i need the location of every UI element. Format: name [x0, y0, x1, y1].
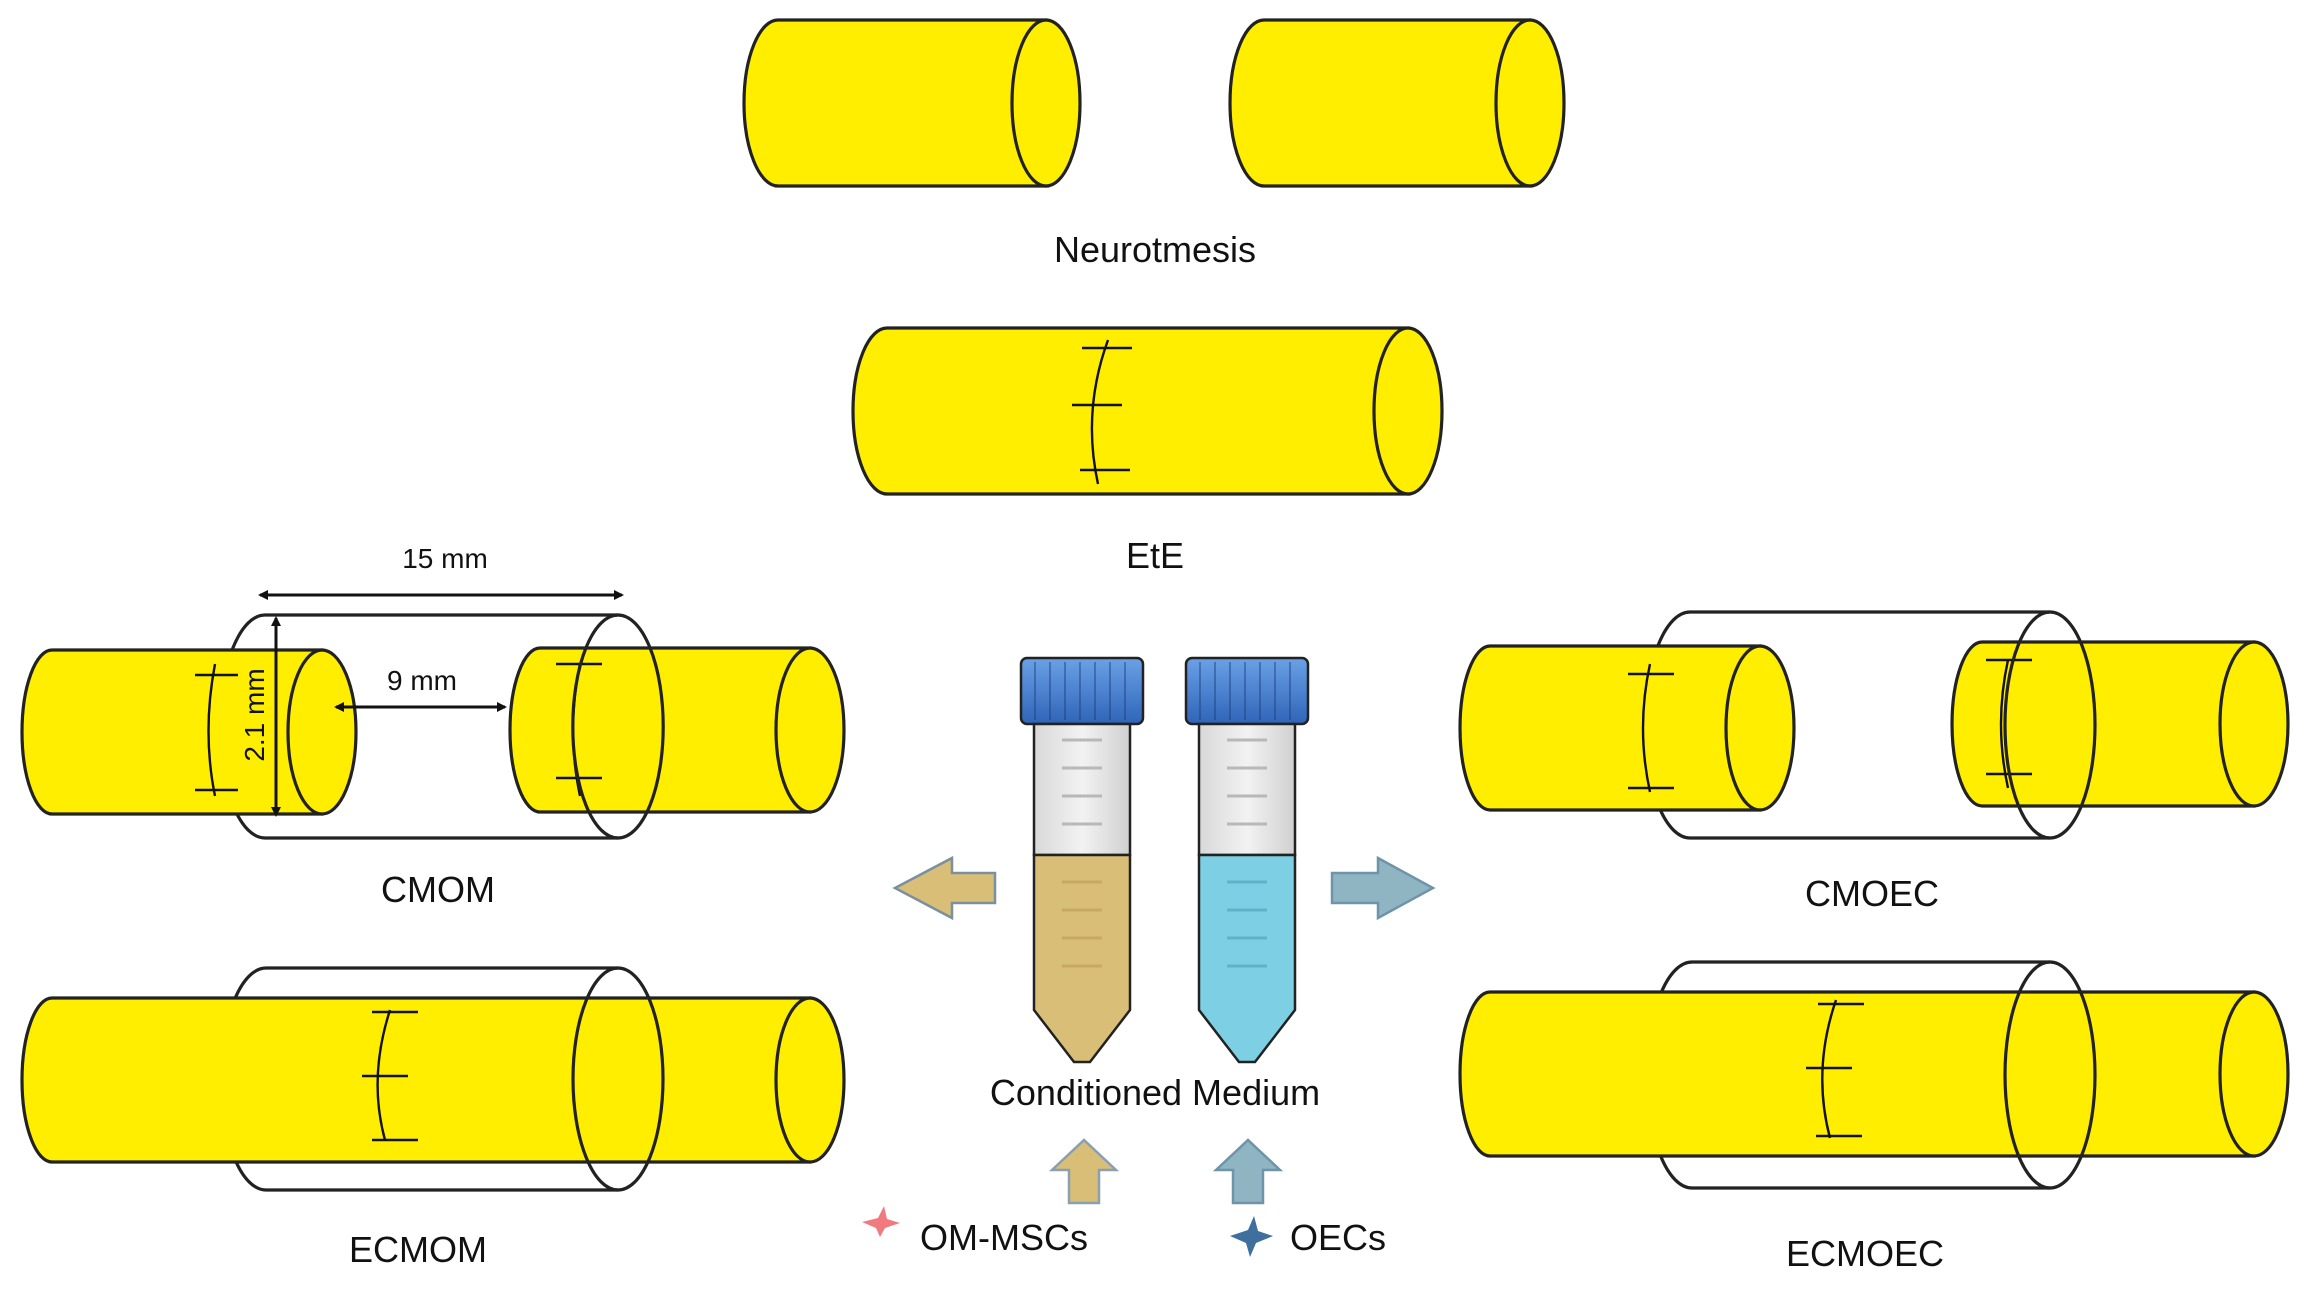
om-mscs-label: OM-MSCs	[920, 1217, 1088, 1258]
cell-star-icon	[862, 1206, 900, 1237]
conditioned-medium-label: Conditioned Medium	[990, 1072, 1320, 1113]
conduit-rim	[617, 613, 665, 840]
conduit-rim-inner	[571, 613, 619, 840]
conduit-rim	[2049, 960, 2097, 1190]
ecmom-group: ECMOM	[20, 966, 846, 1270]
nerve-ete	[851, 326, 1444, 496]
oecs-label: OECs	[1290, 1217, 1386, 1258]
conduit-rim	[617, 966, 665, 1192]
cmoec-label: CMOEC	[1805, 873, 1939, 914]
arrow-up-om	[1048, 1138, 1120, 1205]
cell-star-icon	[1230, 1216, 1273, 1257]
nerve-stump-right	[1950, 640, 2290, 808]
length-label: 15 mm	[402, 543, 488, 574]
ecmoec-group: ECMOEC	[1458, 960, 2290, 1274]
suture-line	[1072, 339, 1132, 485]
arrow-left-om	[892, 855, 997, 921]
nerve-stump-left	[742, 18, 1082, 188]
conduit-rim-inner	[2003, 960, 2051, 1190]
arrow-right-oec	[1330, 855, 1436, 921]
ecmoec-label: ECMOEC	[1786, 1233, 1944, 1274]
neurotmesis-label: Neurotmesis	[1054, 229, 1256, 270]
suture-line	[362, 1009, 418, 1142]
cmom-label: CMOM	[381, 869, 495, 910]
nerve-stump-right	[508, 646, 846, 814]
nerve-ecmom	[20, 996, 846, 1164]
falcon-tube-icon	[1019, 656, 1145, 1064]
ete-label: EtE	[1126, 535, 1184, 576]
conduit-rim-inner	[2003, 610, 2051, 840]
medium-oec	[1197, 853, 1297, 1064]
arrow-up-oec	[1212, 1138, 1284, 1205]
nerve-stump-left	[20, 648, 358, 816]
diameter-label: 2.1 mm	[239, 668, 270, 761]
cmoec-group: CMOEC	[1458, 610, 2290, 914]
nerve-ecmoec	[1458, 990, 2290, 1158]
cmom-group: 15 mm 9 mm 2.1 mm CMOM	[20, 543, 846, 910]
ete-group: EtE	[851, 326, 1444, 576]
conduit-rim	[2049, 610, 2097, 840]
suture-line	[1806, 999, 1864, 1139]
falcon-tube-icon	[1184, 656, 1310, 1064]
nerve-stump-right	[1228, 18, 1566, 188]
medium-om	[1032, 853, 1132, 1064]
nerve-stump-left	[1458, 644, 1796, 812]
gap-label: 9 mm	[387, 665, 457, 696]
conduit-rim-inner	[571, 966, 619, 1192]
ecmom-label: ECMOM	[349, 1229, 487, 1270]
neurotmesis-group: Neurotmesis	[742, 18, 1566, 270]
